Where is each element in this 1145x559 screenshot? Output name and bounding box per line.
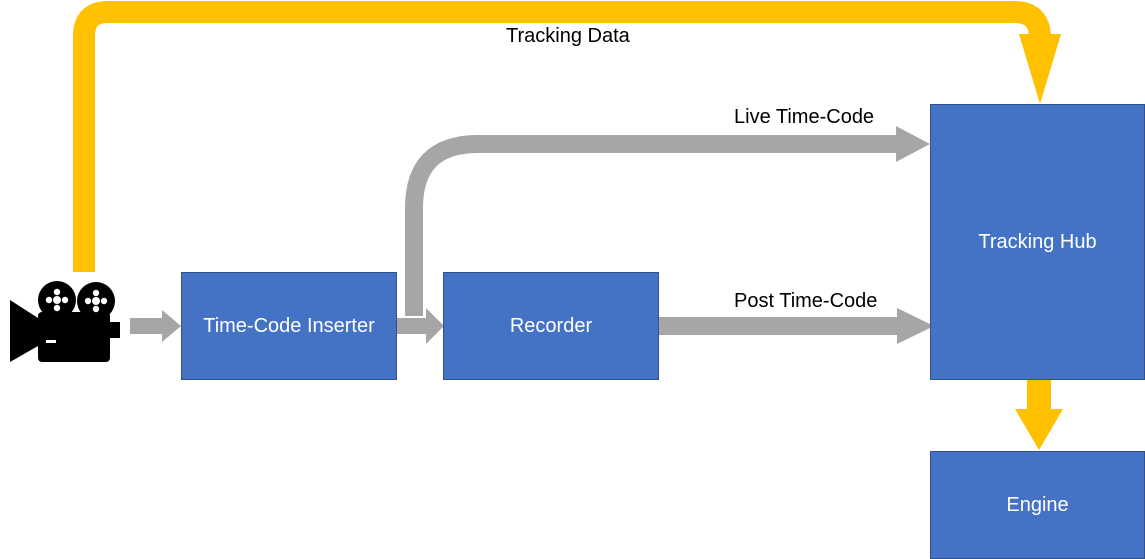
recorder-label: Recorder bbox=[509, 314, 593, 337]
engine-label: Engine bbox=[1006, 493, 1069, 516]
timecode-inserter-node: Time-Code Inserter bbox=[181, 272, 397, 380]
timecode-inserter-label: Time-Code Inserter bbox=[203, 314, 375, 337]
tracking-hub-label: Tracking Hub bbox=[978, 230, 1097, 253]
camera-to-inserter-arrow bbox=[130, 310, 181, 342]
tracking-data-label: Tracking Data bbox=[506, 25, 630, 47]
live-timecode-arrow bbox=[405, 126, 930, 316]
inserter-to-recorder-arrow bbox=[397, 308, 444, 344]
video-camera-icon bbox=[10, 281, 120, 362]
post-timecode-arrow bbox=[659, 308, 934, 344]
engine-node: Engine bbox=[930, 451, 1145, 559]
live-timecode-label: Live Time-Code bbox=[734, 106, 875, 128]
tracking-data-arrow bbox=[73, 1, 1061, 272]
hub-to-engine-arrow bbox=[1015, 380, 1063, 450]
recorder-node: Recorder bbox=[443, 272, 659, 380]
tracking-hub-node: Tracking Hub bbox=[930, 104, 1145, 380]
post-timecode-label: Post Time-Code bbox=[734, 290, 878, 312]
